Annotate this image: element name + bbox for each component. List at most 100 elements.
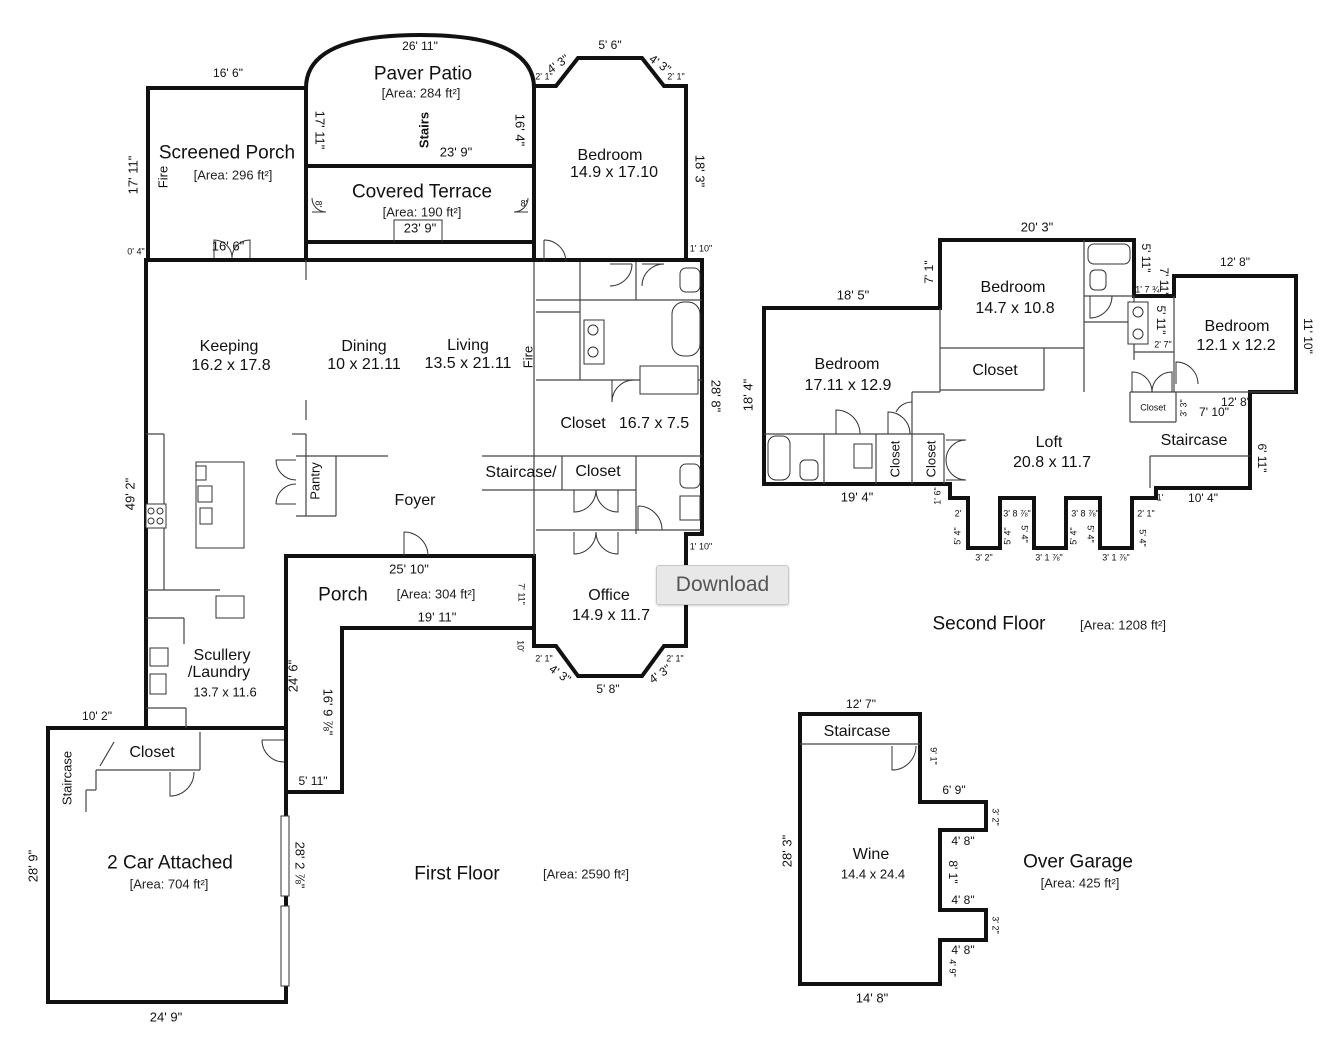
screened-porch-dim-corner: 0' 4" (127, 246, 145, 257)
og-dim-9-1: 9' 1" (928, 747, 939, 765)
covered-terrace-door-right: 8' (520, 198, 528, 209)
over-garage-title: Over Garage (1023, 851, 1133, 873)
porch-dim-inner: 16' 9 ⅞" (320, 688, 336, 736)
screened-porch-dim-left: 17' 11" (125, 155, 141, 195)
bedroom-dim-right: 18' 3" (692, 154, 708, 188)
first-floor-interior (85, 197, 702, 987)
sf-dim-3-8b: 3' 8 ⅞" (1071, 508, 1099, 519)
bedroom-bay-left-small: 2' 1" (535, 71, 553, 82)
notch-dim-bottom: 1' 10" (689, 541, 713, 552)
sf-bedroom-mid-dim-left: 7' 1" (922, 260, 936, 284)
staircase-label: Staircase/ (485, 464, 557, 481)
sf-dim-3-3: 3' 3" (1178, 399, 1189, 417)
porch-dim-small: 10' (515, 640, 526, 652)
sf-dim-5-11b: 5' 11" (1154, 305, 1168, 335)
dim-overall-right: 28' 8" (708, 379, 724, 413)
screened-porch-label: Screened Porch (158, 142, 296, 164)
closet-main-label: Closet (560, 415, 606, 432)
sf-dim-10-4: 10' 4" (1188, 491, 1218, 505)
og-dim-left: 28' 3" (779, 834, 795, 868)
sf-bedroom-right-dim-top: 12' 8" (1220, 255, 1250, 269)
sf-dim-5-4e: 5' 4" (1085, 525, 1096, 543)
sf-dim-5-4b: 5' 4" (1002, 527, 1013, 545)
paver-patio-dim-bottom: 23' 9" (439, 144, 473, 160)
sf-bedroom-right-dim-right: 11' 10" (1301, 318, 1315, 354)
porch-walls (284, 554, 536, 792)
office-bay-bottom: 5' 8" (596, 682, 620, 696)
sf-bedroom-left-label: Bedroom (814, 356, 880, 373)
covered-terrace-door-left: 8' (313, 200, 324, 208)
sf-dim-1: 1' (1156, 492, 1164, 503)
keeping-size: 16.2 x 17.8 (191, 357, 271, 374)
second-floor-interior (764, 240, 1296, 488)
sf-bedroom-left-size: 17.11 x 12.9 (804, 377, 892, 394)
download-button[interactable]: Download (656, 565, 789, 605)
og-dim-4-9: 4' 9" (947, 959, 958, 977)
office-bay-left-small: 2' 1" (535, 653, 553, 664)
sf-closet-a-label: Closet (887, 440, 903, 478)
garage-dim-bottom: 24' 9" (149, 1009, 183, 1025)
paver-patio-dim-right: 16' 4" (512, 113, 528, 147)
sf-bedroom-left-dim-bottom: 19' 4" (840, 489, 874, 505)
second-floor-outline (762, 238, 1298, 550)
garage-dim-top: 10' 2" (82, 709, 112, 723)
sf-bedroom-left-dim-top: 18' 5" (836, 287, 870, 303)
sf-dim-3-1b: 3' 1 ⅞" (1102, 552, 1130, 563)
over-garage-walls (798, 712, 988, 986)
porch-label: Porch (318, 584, 368, 606)
covered-terrace-area: [Area: 190 ft²] (382, 204, 462, 220)
living-fire-label: Fire (520, 345, 536, 369)
over-garage-area: [Area: 425 ft²] (1040, 875, 1120, 891)
bedroom-bay-right-small: 2' 1" (667, 71, 685, 82)
main-outline-walls (46, 258, 704, 1004)
covered-terrace-label: Covered Terrace (351, 181, 493, 203)
porch-area: [Area: 304 ft²] (396, 586, 476, 602)
covered-terrace-dim-bottom: 23' 9" (403, 220, 437, 236)
garage-dim-right: 28' 2 ⅞" (292, 841, 308, 889)
sf-closet-small-label: Closet (1140, 402, 1166, 413)
dining-label: Dining (341, 338, 387, 355)
bedroom-size: 14.9 x 17.10 (569, 164, 659, 181)
second-floor-walls (762, 238, 1298, 550)
og-wine-size: 14.4 x 24.4 (840, 866, 906, 882)
sf-dim-3-8a: 3' 8 ⅞" (1003, 508, 1031, 519)
og-dim-3-2b: 3' 2" (990, 916, 1001, 934)
paver-patio-label: Paver Patio (373, 63, 473, 85)
og-dim-4-8b: 4' 8" (951, 893, 975, 907)
second-floor-title: Second Floor (932, 613, 1046, 635)
foyer-label: Foyer (394, 492, 436, 509)
garage-area: [Area: 704 ft²] (129, 876, 209, 892)
paver-patio-area: [Area: 284 ft²] (381, 85, 461, 101)
sf-loft-label: Loft (1035, 434, 1063, 451)
paver-patio-dim-top: 26' 11" (402, 39, 438, 53)
first-floor-walls (46, 32, 704, 1004)
living-label: Living (447, 337, 489, 354)
og-dim-3-2a: 3' 2" (990, 808, 1001, 826)
bedroom-bay-top: 5' 6" (598, 38, 622, 52)
notch-dim-top: 1' 10" (689, 243, 713, 254)
sf-closet-top-label: Closet (972, 362, 1018, 379)
porch-dim-left: 24' 6" (285, 659, 301, 693)
sf-closet-b-label: Closet (923, 440, 939, 478)
first-floor-title: First Floor (414, 863, 500, 885)
paver-patio-stairs-label: Stairs (416, 111, 432, 149)
laundry-label: /Laundry (187, 664, 251, 681)
scullery-size: 13.7 x 11.6 (193, 684, 257, 700)
sf-dim-5-4a: 5' 4" (952, 527, 963, 545)
sf-bedroom-mid-label: Bedroom (980, 279, 1046, 296)
sf-bedroom-right-dim-bottom: 12' 8" (1221, 395, 1251, 409)
porch-dim-right: 7' 11" (516, 583, 527, 605)
porch-dim-mid: 19' 11" (417, 609, 457, 625)
sf-bedroom-right-size: 12.1 x 12.2 (1196, 337, 1276, 354)
sf-dim-2-1: 2' 1" (1137, 508, 1155, 519)
sf-dim-1-7: 1' 7 ¾" (1135, 284, 1163, 295)
pantry-label: Pantry (307, 462, 323, 500)
sf-dim-2-7: 2' 7" (1154, 339, 1172, 350)
sf-dim-2: 2' (954, 508, 962, 519)
og-dim-bottom: 14' 8" (855, 990, 889, 1006)
sf-dim-1-6: 1' 6" (932, 487, 943, 505)
sf-dim-3-2: 3' 2" (975, 552, 993, 563)
og-dim-top: 12' 7" (846, 697, 876, 711)
office-label: Office (588, 587, 630, 604)
